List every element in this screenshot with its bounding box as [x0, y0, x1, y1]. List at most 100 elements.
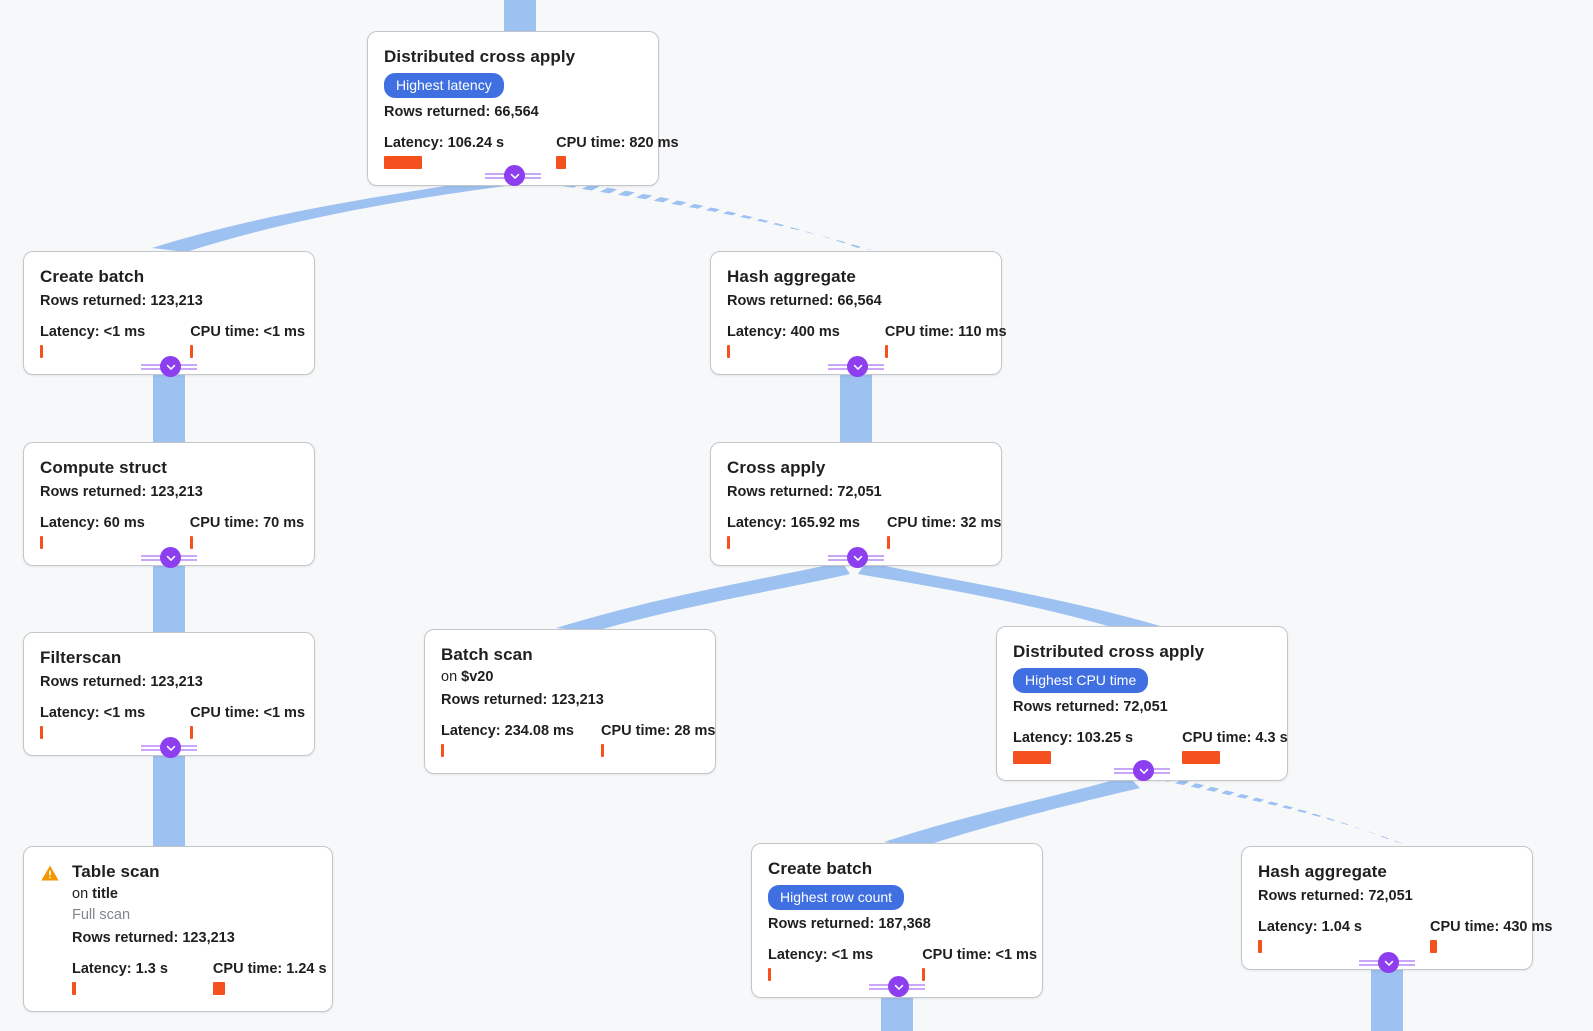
chevron-down-icon[interactable] — [160, 547, 181, 568]
chevron-down-icon[interactable] — [888, 976, 909, 997]
plan-node-title: Table scan — [72, 862, 160, 881]
chevron-down-icon[interactable] — [847, 547, 868, 568]
node-expander-toggle[interactable] — [1359, 952, 1415, 974]
plan-node-badge: Highest CPU time — [1013, 668, 1149, 693]
plan-node-rows-returned: Rows returned: 66,564 — [727, 293, 882, 309]
plan-node-rows-returned: Rows returned: 123,213 — [72, 930, 235, 946]
chevron-down-icon[interactable] — [160, 356, 181, 377]
cpu-time-label: CPU time: 32 ms — [887, 515, 1002, 531]
chevron-down-icon[interactable] — [847, 356, 868, 377]
latency-metric: Latency: 400 ms — [727, 324, 840, 358]
cpu-time-metric: CPU time: <1 ms — [190, 705, 305, 739]
plan-node-badge: Highest row count — [768, 885, 905, 910]
plan-node-metrics: Latency: 103.25 s CPU time: 4.3 s — [1013, 730, 1288, 764]
cpu-time-metric: CPU time: 32 ms — [887, 515, 1001, 549]
chevron-down-icon[interactable] — [504, 165, 525, 186]
cpu-time-metric: CPU time: 4.3 s — [1182, 730, 1288, 764]
node-expander-toggle[interactable] — [828, 547, 884, 569]
plan-node-target-name: $v20 — [461, 669, 494, 685]
chevron-down-icon[interactable] — [160, 737, 181, 758]
cpu-time-metric: CPU time: <1 ms — [922, 947, 1037, 981]
plan-node-rows-returned: Rows returned: 123,213 — [40, 674, 203, 690]
latency-label: Latency: 1.3 s — [72, 961, 168, 977]
latency-label: Latency: 106.24 s — [384, 135, 505, 151]
cpu-time-bar — [601, 744, 604, 757]
latency-label: Latency: <1 ms — [768, 947, 874, 963]
cpu-time-bar — [1429, 940, 1437, 953]
cpu-time-label: CPU time: 430 ms — [1429, 919, 1553, 935]
latency-label: Latency: <1 ms — [40, 324, 146, 340]
node-expander-toggle[interactable] — [869, 976, 925, 998]
cpu-time-bar — [190, 345, 194, 358]
latency-metric: Latency: <1 ms — [40, 324, 145, 358]
node-expander-toggle[interactable] — [485, 165, 541, 187]
cpu-time-label: CPU time: 1.24 s — [212, 961, 327, 977]
plan-node-rows-returned: Rows returned: 123,213 — [40, 293, 203, 309]
cpu-time-bar — [887, 536, 890, 549]
chevron-down-icon[interactable] — [1378, 952, 1399, 973]
latency-bar — [40, 536, 43, 549]
latency-metric: Latency: 234.08 ms — [441, 723, 574, 757]
latency-bar — [72, 982, 76, 995]
plan-node-metrics: Latency: 1.3 s CPU time: 1.24 s — [72, 961, 327, 995]
latency-metric: Latency: 60 ms — [40, 515, 145, 549]
plan-node-rows-returned: Rows returned: 72,051 — [727, 484, 882, 500]
plan-node-target: on title — [72, 886, 118, 902]
latency-metric: Latency: <1 ms — [768, 947, 873, 981]
node-expander-toggle[interactable] — [141, 737, 197, 759]
latency-bar — [384, 156, 422, 169]
latency-label: Latency: 103.25 s — [1013, 730, 1134, 746]
plan-node-title: Hash aggregate — [1258, 862, 1387, 881]
cpu-time-bar — [190, 726, 194, 739]
chevron-down-icon[interactable] — [1133, 760, 1154, 781]
latency-bar — [768, 968, 771, 981]
plan-node-title: Filterscan — [40, 648, 122, 667]
plan-node-metrics: Latency: <1 ms CPU time: <1 ms — [768, 947, 1037, 981]
plan-node-rows-returned: Rows returned: 72,051 — [1258, 888, 1413, 904]
plan-node-title: Compute struct — [40, 458, 168, 477]
cpu-time-label: CPU time: 110 ms — [884, 324, 1007, 340]
latency-label: Latency: 60 ms — [40, 515, 145, 531]
latency-label: Latency: 165.92 ms — [727, 515, 860, 531]
plan-node-title: Hash aggregate — [727, 267, 856, 286]
cpu-time-bar — [212, 982, 225, 995]
node-expander-toggle[interactable] — [828, 356, 884, 378]
node-expander-toggle[interactable] — [141, 356, 197, 378]
plan-node-rows-returned: Rows returned: 72,051 — [1013, 699, 1168, 715]
plan-node-metrics: Latency: 165.92 ms CPU time: 32 ms — [727, 515, 1001, 549]
node-expander-toggle[interactable] — [1114, 760, 1170, 782]
node-expander-toggle[interactable] — [141, 547, 197, 569]
cpu-time-bar — [556, 156, 567, 169]
latency-metric: Latency: 1.3 s — [72, 961, 168, 995]
cpu-time-metric: CPU time: 820 ms — [556, 135, 679, 169]
plan-node-rows-returned: Rows returned: 187,368 — [768, 916, 931, 932]
latency-bar — [727, 345, 730, 358]
